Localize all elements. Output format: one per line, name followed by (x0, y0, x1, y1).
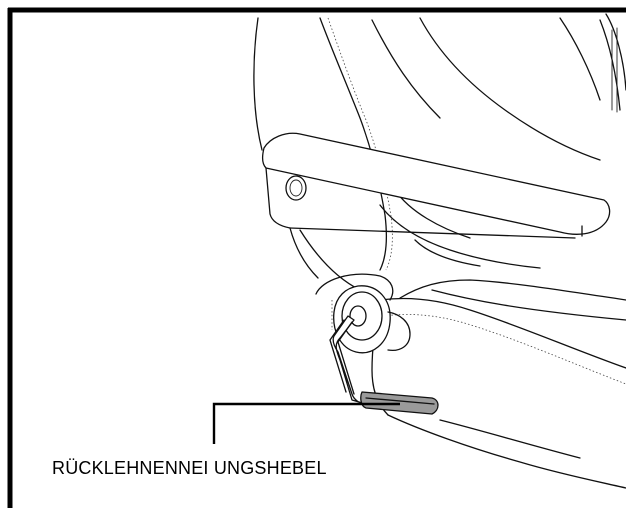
armrest-icon (262, 132, 611, 279)
recline-lever-label: RÜCKLEHNENNEI UNGSHEBEL (52, 458, 327, 478)
seat-cushion (371, 279, 626, 489)
pivot-knob-icon (315, 273, 411, 354)
callout-leader (212, 402, 400, 444)
figure-frame (7, 7, 626, 508)
